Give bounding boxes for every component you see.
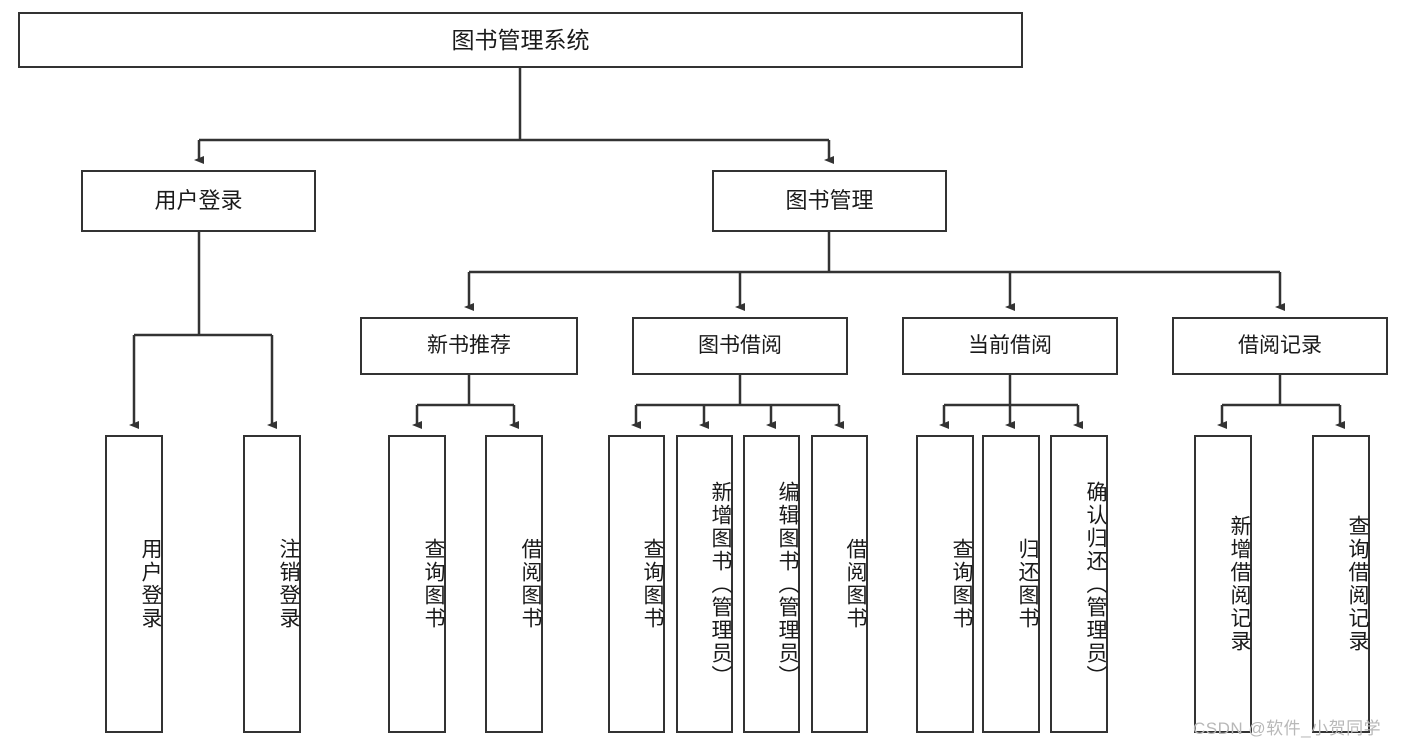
leaf-return-book[interactable]: 归还图书 bbox=[982, 435, 1040, 733]
leaf-borrow-book-1-label: 借阅图书 bbox=[519, 538, 542, 630]
node-new-book-recommend-label: 新书推荐 bbox=[427, 334, 511, 358]
leaf-query-book-1-label: 查询图书 bbox=[422, 538, 445, 630]
leaf-return-book-label: 归还图书 bbox=[1016, 538, 1039, 630]
leaf-add-borrow-record[interactable]: 新增借阅记录 bbox=[1194, 435, 1252, 733]
leaf-edit-book[interactable]: 编辑图书（管理员） bbox=[743, 435, 800, 733]
leaf-confirm-return-label: 确认归还（管理员） bbox=[1084, 480, 1107, 688]
node-root[interactable]: 图书管理系统 bbox=[18, 12, 1023, 68]
leaf-query-borrow-record-label: 查询借阅记录 bbox=[1346, 515, 1369, 653]
leaf-user-login[interactable]: 用户登录 bbox=[105, 435, 163, 733]
node-current-borrow[interactable]: 当前借阅 bbox=[902, 317, 1118, 375]
leaf-query-book-3[interactable]: 查询图书 bbox=[916, 435, 974, 733]
leaf-add-borrow-record-label: 新增借阅记录 bbox=[1228, 515, 1251, 653]
node-book-manage-label: 图书管理 bbox=[785, 187, 874, 213]
leaf-confirm-return[interactable]: 确认归还（管理员） bbox=[1050, 435, 1108, 733]
node-book-manage[interactable]: 图书管理 bbox=[712, 170, 947, 232]
node-user-login[interactable]: 用户登录 bbox=[81, 170, 316, 232]
leaf-query-book-3-label: 查询图书 bbox=[950, 538, 973, 630]
leaf-add-book-label: 新增图书（管理员） bbox=[709, 480, 732, 688]
leaf-query-book-2[interactable]: 查询图书 bbox=[608, 435, 665, 733]
node-book-borrow[interactable]: 图书借阅 bbox=[632, 317, 848, 375]
node-borrow-record-label: 借阅记录 bbox=[1238, 334, 1322, 358]
leaf-add-book[interactable]: 新增图书（管理员） bbox=[676, 435, 733, 733]
leaf-user-login-label: 用户登录 bbox=[139, 538, 162, 630]
node-new-book-recommend[interactable]: 新书推荐 bbox=[360, 317, 578, 375]
leaf-query-borrow-record[interactable]: 查询借阅记录 bbox=[1312, 435, 1370, 733]
leaf-borrow-book-2[interactable]: 借阅图书 bbox=[811, 435, 868, 733]
node-user-login-label: 用户登录 bbox=[154, 187, 243, 213]
node-current-borrow-label: 当前借阅 bbox=[968, 334, 1052, 358]
leaf-query-book-1[interactable]: 查询图书 bbox=[388, 435, 446, 733]
leaf-query-book-2-label: 查询图书 bbox=[641, 538, 664, 630]
csdn-watermark: CSDN @软件_小贺同学 bbox=[1193, 719, 1382, 738]
node-book-borrow-label: 图书借阅 bbox=[698, 334, 782, 358]
node-borrow-record[interactable]: 借阅记录 bbox=[1172, 317, 1388, 375]
leaf-logout[interactable]: 注销登录 bbox=[243, 435, 301, 733]
leaf-logout-label: 注销登录 bbox=[277, 538, 300, 630]
leaf-borrow-book-1[interactable]: 借阅图书 bbox=[485, 435, 543, 733]
leaf-borrow-book-2-label: 借阅图书 bbox=[844, 538, 867, 630]
leaf-edit-book-label: 编辑图书（管理员） bbox=[776, 480, 799, 688]
node-root-label: 图书管理系统 bbox=[451, 26, 590, 53]
